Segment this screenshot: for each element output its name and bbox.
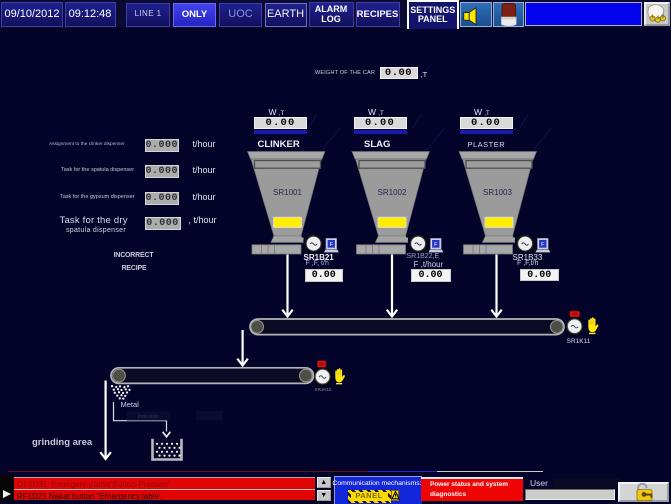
svg-text:F: F — [330, 242, 334, 248]
svg-text:Indication: Indication — [138, 414, 160, 420]
svg-text:F: F — [541, 242, 545, 248]
svg-text:F: F — [434, 242, 438, 248]
